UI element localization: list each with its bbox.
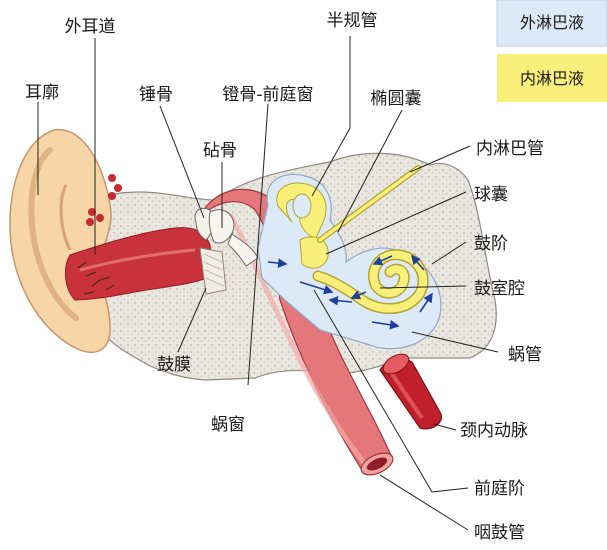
- auricle: [10, 130, 111, 353]
- label-eustachian-tube: 咽鼓管: [474, 523, 525, 543]
- label-incus: 砧骨: [203, 141, 237, 161]
- label-utricle: 椭圆囊: [371, 89, 422, 109]
- label-stapes-oval-window: 镫骨-前庭窗: [222, 85, 313, 105]
- label-external-canal: 外耳道: [65, 17, 116, 37]
- label-scala-vestibuli: 前庭阶: [474, 479, 525, 499]
- endolymph-legend-label: 内淋巴液: [520, 69, 584, 88]
- perilymph-legend-label: 外淋巴液: [520, 13, 584, 32]
- label-tympanic-cavity: 鼓室腔: [474, 279, 525, 299]
- label-semicircular-canals: 半规管: [327, 11, 378, 31]
- label-eardrum: 鼓膜: [157, 355, 191, 375]
- label-scala-tympani: 鼓阶: [474, 234, 508, 254]
- label-cochlear-duct: 蜗管: [508, 345, 542, 365]
- legend: 外淋巴液 内淋巴液: [497, 0, 607, 102]
- label-malleus: 锤骨: [139, 85, 173, 105]
- label-auricle: 耳廓: [25, 83, 59, 103]
- internal-carotid: [380, 350, 442, 429]
- label-round-window: 蜗窗: [211, 415, 245, 435]
- label-internal-carotid: 颈内动脉: [460, 421, 528, 441]
- label-endolymphatic-duct: 内淋巴管: [476, 139, 544, 159]
- label-saccule: 球囊: [474, 185, 508, 205]
